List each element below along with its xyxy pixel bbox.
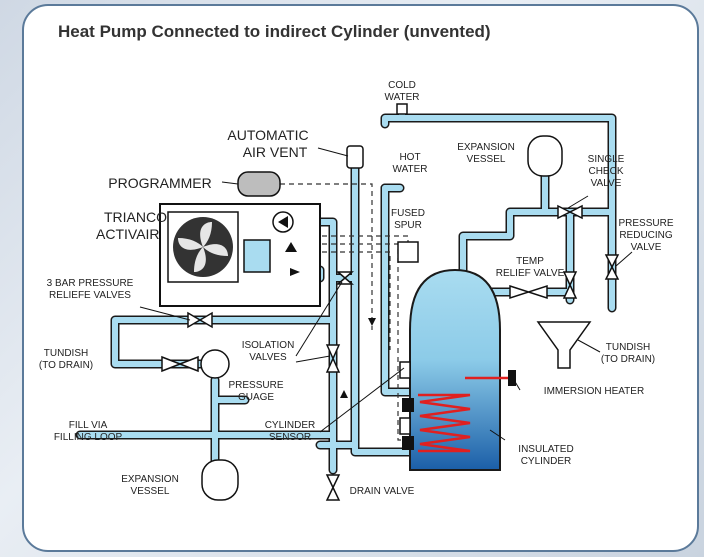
tundish-left-label: TUNDISH(TO DRAIN) [39, 348, 93, 371]
three-bar-relief-valve-top [187, 311, 213, 329]
expansion-vessel-bottom [201, 459, 239, 501]
tundish-right-label: TUNDISH(TO DRAIN) [601, 342, 655, 365]
single-check-valve [557, 204, 583, 220]
air-vent-body [346, 145, 364, 169]
insulated-cylinder [399, 268, 516, 471]
isolation-valve-top [335, 271, 355, 285]
leader-lines [139, 147, 633, 441]
heating-coil [418, 393, 471, 453]
drain-valve [325, 474, 341, 501]
isolation-valve-bottom [325, 344, 341, 373]
immersion-heater-boss [508, 370, 516, 386]
flow-arrows [285, 242, 376, 398]
programmer-label: PROGRAMMER [108, 175, 211, 191]
pressure-gauge [200, 349, 230, 379]
fused-spur-box [397, 241, 419, 263]
tundish-right [536, 321, 592, 369]
expansion-vessel-top [527, 135, 563, 177]
relief-valve-vertical [562, 271, 578, 299]
three-bar-relief-valve-bottom [161, 355, 199, 373]
diagram-title: Heat Pump Connected to indirect Cylinder… [58, 22, 491, 41]
drain-valve-label: DRAIN VALVE [350, 486, 415, 497]
components [161, 103, 620, 501]
immersion-heater-label: IMMERSION HEATER [544, 386, 644, 397]
cylinder-sensor-pocket [399, 361, 411, 379]
pressure-reducing-valve [604, 254, 620, 280]
diagram-card [22, 4, 699, 552]
heat-pump-unit [159, 203, 321, 307]
programmer-box [237, 171, 281, 197]
temp-relief-valve [509, 284, 548, 300]
heat-exchanger [243, 239, 271, 273]
